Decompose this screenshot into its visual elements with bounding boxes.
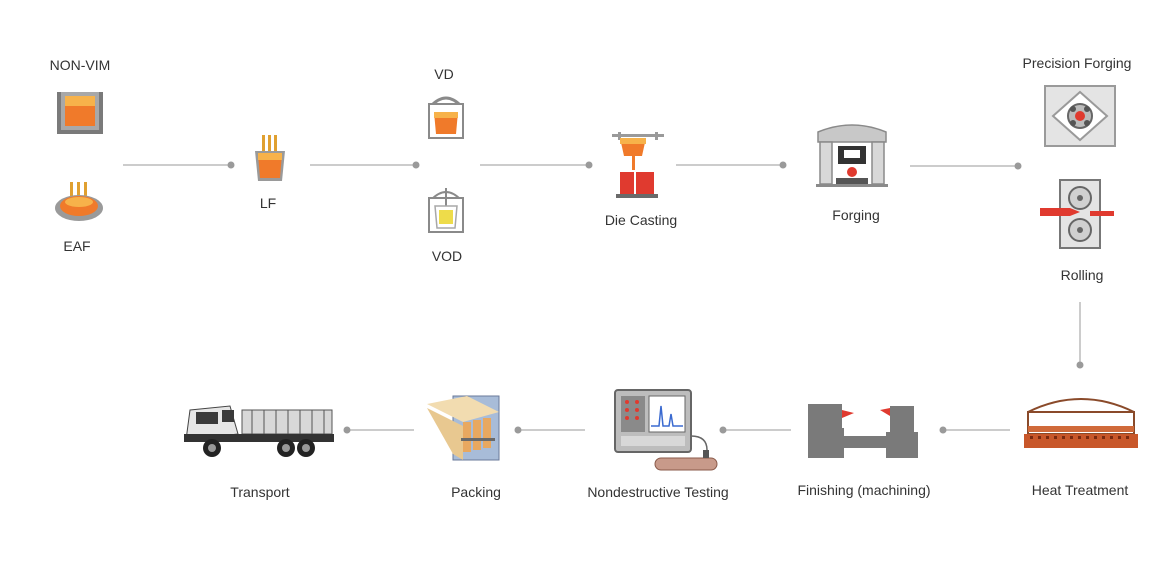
ladle-furnace-icon: [255, 135, 285, 181]
precision-forging-icon: [1044, 85, 1116, 147]
connector-dot: [719, 426, 727, 434]
eaf-label: EAF: [63, 238, 91, 254]
packing-label: Packing: [451, 484, 501, 500]
finishing-label: Finishing (machining): [797, 482, 931, 498]
precision-forging-label: Precision Forging: [1022, 55, 1132, 71]
vd-label: VD: [434, 66, 454, 82]
ultrasonic-tester-icon: [614, 389, 718, 471]
induction-furnace-icon: [57, 92, 103, 134]
connector-dot: [343, 426, 351, 434]
die-casting-icon: [612, 132, 664, 198]
connector-dot: [939, 426, 947, 434]
transport-label: Transport: [230, 484, 290, 500]
connector-dot: [1014, 162, 1022, 170]
packed-bars-icon: [427, 395, 500, 461]
electric-arc-furnace-icon: [55, 182, 103, 221]
vacuum-oxygen-decarburization-icon: [428, 188, 464, 233]
die-casting-label: Die Casting: [604, 212, 678, 228]
forging-press-icon: [816, 124, 888, 187]
machining-lathe-icon: [808, 404, 918, 458]
connector-dot: [227, 161, 235, 169]
connector-dot: [1076, 361, 1084, 369]
truck-icon: [184, 405, 334, 457]
vod-label: VOD: [431, 248, 463, 264]
heat-treatment-furnace-icon: [1024, 398, 1138, 448]
ndt-label: Nondestructive Testing: [587, 484, 729, 500]
rolling-label: Rolling: [1060, 267, 1104, 283]
connector-dot: [412, 161, 420, 169]
heat-treatment-label: Heat Treatment: [1031, 482, 1129, 498]
vacuum-degassing-icon: [428, 96, 464, 139]
connector-dot: [585, 161, 593, 169]
connector-dot: [514, 426, 522, 434]
lf-label: LF: [259, 195, 277, 211]
forging-label: Forging: [832, 207, 880, 223]
non-vim-label: NON-VIM: [49, 57, 111, 73]
connector-dot: [779, 161, 787, 169]
rolling-mill-icon: [1040, 179, 1114, 249]
